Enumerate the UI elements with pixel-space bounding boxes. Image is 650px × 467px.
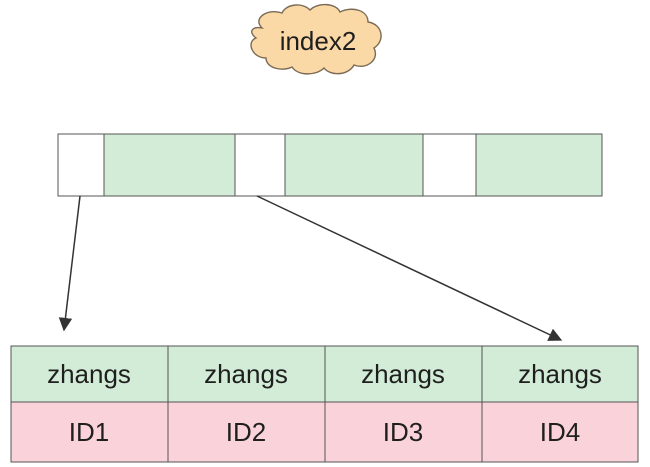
leaf-name-label-4: zhangs [518, 359, 602, 389]
leaf-name-cell-4 [481, 345, 639, 403]
leaf-name-label-2: zhangs [204, 359, 288, 389]
leaf-name-label-3: zhangs [361, 359, 445, 389]
leaf-table: zhangs zhangs zhangs zhangs ID1 ID2 ID3 … [10, 345, 639, 463]
index-slot-pointer-3 [422, 133, 477, 197]
leaf-id-label-3: ID3 [383, 417, 423, 447]
leaf-id-label-4: ID4 [540, 417, 580, 447]
pointer-arrows [58, 195, 563, 341]
index-slot-key-2 [284, 133, 424, 197]
leaf-name-cell-1 [10, 345, 169, 403]
arrow-to-last-leaf [256, 195, 563, 341]
index-cloud: index2 [250, 3, 382, 75]
leaf-name-cell-3 [324, 345, 483, 403]
leaf-id-cell-3 [324, 401, 483, 463]
index-slot-key-1 [103, 133, 236, 197]
arrow-to-first-leaf [58, 195, 81, 332]
cloud-shape [250, 3, 382, 75]
index-page [57, 133, 603, 197]
leaf-id-cell-1 [10, 401, 169, 463]
leaf-id-label-1: ID1 [69, 417, 109, 447]
index-slot-pointer-2 [234, 133, 286, 197]
index-slot-pointer-1 [57, 133, 105, 197]
leaf-name-label-1: zhangs [47, 359, 131, 389]
leaf-id-cell-4 [481, 401, 639, 463]
index-name-label: index2 [280, 26, 357, 56]
index-slot-key-3 [475, 133, 603, 197]
leaf-id-label-2: ID2 [226, 417, 266, 447]
leaf-id-cell-2 [167, 401, 326, 463]
